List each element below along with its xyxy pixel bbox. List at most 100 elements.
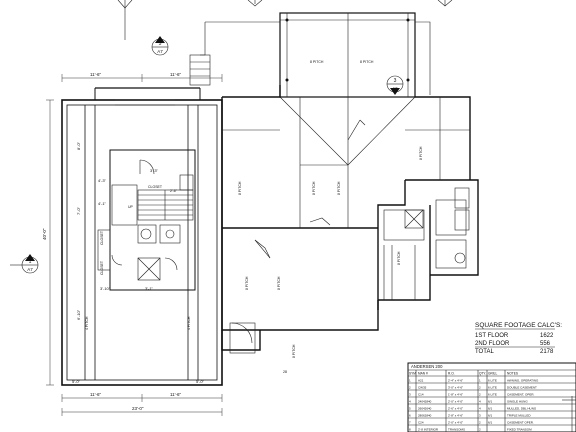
schedule-title: ANDERSEN 200 [411,364,443,369]
pitch-label-a: 8 PITCH [238,181,242,195]
schedule-cell: 4 [479,407,481,411]
entry-steps [189,54,211,86]
dim-small-2: 28 [283,370,287,374]
schedule-cell: DOUBLE CASEMENT [507,386,537,390]
dim-bottom-right: 11'-6" [170,392,182,397]
schedule-cell: 2'-4" x 4'-6" [448,379,463,383]
deck-pitch-right: 8 PITCH [360,60,374,64]
section-marker-d-top: 3 [394,78,397,84]
schedule-cell: 6/1 [488,421,493,425]
schedule-cell: FIXED TRANSOM [507,428,532,432]
right-utility [254,187,470,300]
schedule-cell: 2'-0" x 4'-0" [448,400,463,404]
deck-pitch-left: 8 PITCH [310,60,324,64]
grid-lines-top [117,0,453,40]
schedule-cell: 2 [479,386,481,390]
section-marker-b-bottom: A7 [157,49,163,54]
section-marker-b-top: 5 [159,41,162,47]
sqft-row-2-label: 2ND FLOOR [475,341,510,347]
schedule-cell: 3'-0" x 4'-6" [448,386,463,390]
schedule-cell: 2 [479,428,481,432]
dim-inner-e: 3'-1" [145,286,154,291]
window-schedule: ANDERSEN 200 SYM MAN # R.O. QTY. GRILL N… [407,362,576,432]
section-marker-a: 1 A7 [10,254,39,274]
pitch-label-d: 8 PITCH [419,146,423,160]
dim-left-overall: 40'-0" [42,228,47,240]
section-marker-a-top: 1 [29,259,32,265]
pitch-labels: 8 PITCH 8 PITCH 8 PITCH 8 PITCH 8 PITCH … [85,146,423,358]
pitch-label-low-right: 4 PITCH [187,316,191,330]
staircase [137,189,194,221]
dim-small-1: 2'-6" [170,189,178,193]
schedule-header-ro: R.O. [448,372,455,376]
pitch-label-c: 8 PITCH [337,181,341,195]
sqft-title: SQUARE FOOTAGE CALC'S: [475,322,562,329]
sqft-row-3-value: 2178 [540,349,554,355]
dim-inner-i: 7'-0" [76,206,81,215]
schedule-cell: CW35 [418,386,427,390]
roof-lines [222,96,470,228]
schedule-cell: 1'-8" x 4'-6" [448,393,463,397]
schedule-cell: 3 [479,414,481,418]
schedule-cell: 7 [409,421,411,425]
schedule-cell: 6/1 [488,414,493,418]
schedule-header-sym: SYM [409,372,416,376]
closet-label-3: CLOSET [100,260,104,275]
schedule-cell: 28062840 [418,414,432,418]
schedule-header-qty: QTY. [479,372,486,376]
sqft-row-1-label: 1ST FLOOR [475,333,509,339]
left-wing-interior: CLOSET CLOSET CLOSET UP [84,99,199,380]
schedule-cell: 6 LITE [488,386,497,390]
schedule-cell: CASEMENT, OPER. [507,393,535,397]
schedule-cell: 2 [479,393,481,397]
dimensions: 11'-6" 11'-6" 40'-0" 11'-6" 11'-6" 23'-0… [42,72,287,416]
schedule-header-man: MAN # [418,372,428,376]
schedule-cell: 6 [409,414,411,418]
dim-inner-d: 3'-10" [100,286,111,291]
dim-inner-h: 8'-0" [76,141,81,150]
schedule-cell: 1 [409,379,411,383]
schedule-cell: 6 LITE [488,393,497,397]
schedule-cell: A21 [418,379,424,383]
schedule-cell: 2'-8 INTERIOR [418,428,439,432]
edge-ticks [562,396,576,432]
dim-inner-j: 6'-10" [76,309,81,320]
pitch-label-e: 8 PITCH [245,276,249,290]
schedule-cell: 26042640 [418,407,432,411]
dim-inner-c: 4'-1" [98,201,107,206]
closet-label-1: CLOSET [148,185,163,189]
schedule-cell: 2'-0" x 4'-0" [448,421,463,425]
schedule-cell: 6/1 [488,400,493,404]
schedule-cell: 2'-6" x 4'-0" [448,407,463,411]
schedule-cell: 6 LITE [488,379,497,383]
schedule-cell: TRIPLE MULLED [507,414,531,418]
schedule-cell: 8 [409,428,411,432]
dim-bottom-overall: 23'-0" [132,406,144,411]
schedule-header-grill: GRILL [488,372,497,376]
dim-bottom-left: 11'-6" [90,392,102,397]
pitch-label-b: 8 PITCH [312,181,316,195]
sqft-row-3-label: TOTAL [475,349,494,355]
stair-up-label: UP [128,205,134,209]
schedule-cell: 24042840 [418,400,432,404]
schedule-cell: 4 [409,400,411,404]
dim-inner-b: 3'-3" [150,168,159,173]
schedule-cell: 5 [409,407,411,411]
schedule-cell: MULLED, DBL HUNG [507,407,537,411]
pitch-label-low-left: 4 PITCH [85,316,89,330]
schedule-cell: 6/1 [488,407,493,411]
top-deck: 8 PITCH 8 PITCH [200,12,431,98]
sqft-row-2-value: 556 [540,341,551,347]
schedule-cell: TRANSOMS [448,428,465,432]
schedule-cell: 3 [409,393,411,397]
dim-inner-a: 4'-3" [98,178,107,183]
section-marker-d-bottom: A6 [392,86,398,91]
schedule-cell: AWNING, OPERATING [507,379,539,383]
schedule-cell: C14 [418,393,424,397]
dim-inner-g: 5'-0" [196,379,205,384]
dim-inner-f: 5'-0" [72,379,81,384]
closet-label-2: CLOSET [100,230,104,245]
dim-top-left: 11'-6" [90,72,102,77]
